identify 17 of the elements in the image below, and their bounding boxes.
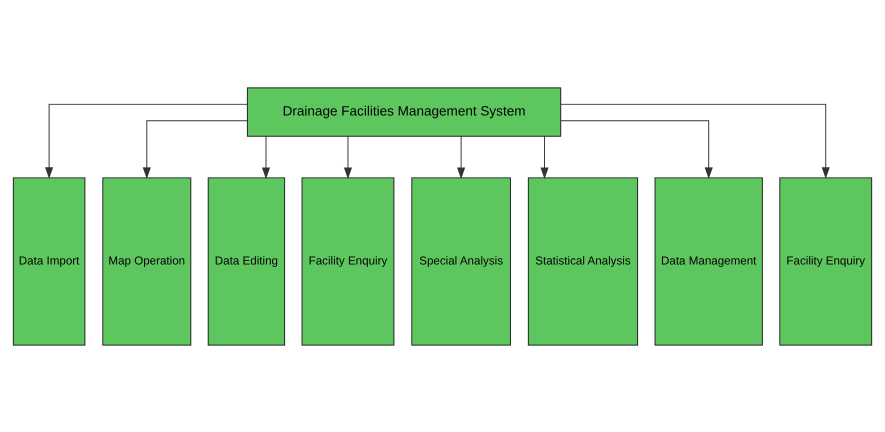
- node-box: Data Editing: [208, 176, 286, 346]
- arrow: [344, 135, 352, 179]
- node-box: Special Analysis: [411, 176, 511, 346]
- arrow: [560, 103, 830, 178]
- arrow: [540, 135, 549, 179]
- node-box: Drainage Facilities Management System: [246, 86, 562, 136]
- node-box: Facility Enquiry: [302, 176, 394, 346]
- arrow: [142, 120, 248, 179]
- arrow: [45, 103, 248, 178]
- node-box: Data Import: [12, 176, 86, 346]
- node-box: Data Management: [654, 176, 763, 346]
- node-box: Statistical Analysis: [528, 176, 638, 346]
- node-box: Facility Enquiry: [779, 176, 872, 346]
- arrow: [262, 135, 270, 179]
- node-box: Map Operation: [102, 176, 192, 346]
- arrow: [560, 120, 713, 179]
- arrow: [457, 135, 466, 179]
